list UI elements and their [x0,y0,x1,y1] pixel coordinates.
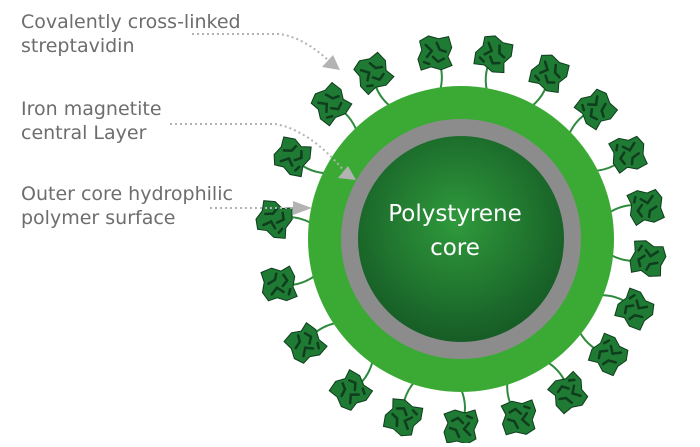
streptavidin-protein-icon [443,409,479,445]
proteins-group [255,35,667,445]
protein-detail [294,332,321,358]
streptavidin-label-line1: Covalently cross-linked [21,11,241,33]
arrowhead-icon [293,201,312,215]
protein-body [255,200,293,239]
protein-detail [534,60,561,84]
protein-body [353,51,395,96]
protein-detail [267,272,292,296]
iron-leader-line [170,123,346,173]
protein-body [528,54,570,94]
outer-core-label: Outer core hydrophilic polymer surface [21,182,233,230]
protein-body [328,369,374,411]
streptavidin-protein-icon [500,399,537,436]
protein-body [500,399,537,436]
protein-detail [478,41,506,65]
protein-body [626,188,665,227]
protein-detail [340,379,366,405]
streptavidin-protein-icon [353,51,395,96]
arrowhead-icon [322,55,340,70]
iron-layer-label-line2: central Layer [21,122,147,144]
streptavidin-protein-icon [473,35,514,74]
streptavidin-protein-icon [546,370,589,415]
streptavidin-protein-icon [382,398,424,437]
protein-detail [391,407,418,431]
core-label: Polystyrene core [340,197,570,265]
protein-detail [359,61,385,88]
protein-body [614,287,655,331]
core-label-line1: Polystyrene [388,201,522,227]
protein-detail [581,95,607,121]
streptavidin-protein-icon [417,35,453,71]
streptavidin-protein-icon [528,54,570,94]
protein-body [608,135,648,174]
streptavidin-protein-icon [255,200,293,239]
arrowhead-icon [338,166,356,180]
streptavidin-protein-icon [328,369,374,411]
protein-detail [615,141,640,166]
protein-detail [597,339,623,366]
protein-body [573,88,619,131]
streptavidin-protein-icon [626,188,665,227]
streptavidin-protein-icon [587,332,629,377]
streptavidin-label: Covalently cross-linked streptavidin [21,10,241,58]
protein-body [283,322,328,364]
protein-body [260,265,298,302]
streptavidin-protein-icon [614,287,655,331]
protein-detail [556,378,582,405]
protein-body [273,136,312,178]
outer-core-label-line2: polymer surface [21,207,176,229]
streptavidin-protein-icon [283,322,328,364]
streptavidin-label-line2: streptavidin [21,35,135,57]
protein-detail [422,41,448,66]
protein-body [546,370,589,415]
protein-detail [637,244,660,271]
protein-detail [623,293,649,321]
streptavidin-leader-line [192,33,331,63]
streptavidin-protein-icon [310,81,353,127]
protein-detail [633,194,658,219]
streptavidin-protein-icon [260,265,298,302]
protein-body [382,398,424,437]
core-label-line2: core [430,235,480,261]
protein-body [629,240,667,277]
outer-core-label-line1: Outer core hydrophilic [21,183,233,205]
protein-body [473,35,514,74]
protein-detail [317,93,343,119]
protein-body [417,35,453,71]
streptavidin-protein-icon [573,88,619,131]
streptavidin-protein-icon [273,136,312,178]
protein-detail [262,207,285,235]
iron-layer-label: Iron magnetite central Layer [21,97,162,145]
streptavidin-protein-icon [608,135,648,174]
protein-detail [279,145,303,172]
protein-body [587,332,629,377]
protein-detail [448,414,474,439]
protein-body [443,409,479,445]
protein-body [310,81,353,127]
streptavidin-protein-icon [629,240,667,277]
polystyrene-core [358,136,564,342]
protein-detail [506,405,531,430]
iron-layer-label-line1: Iron magnetite [21,98,162,120]
